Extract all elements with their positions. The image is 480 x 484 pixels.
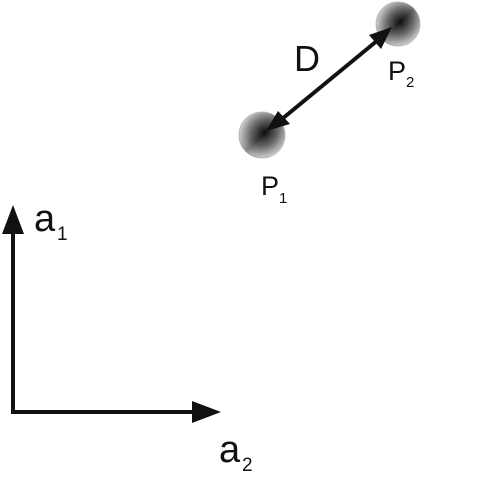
distance-arrowhead-p1 — [266, 111, 290, 131]
point-p1-index: 1 — [279, 190, 287, 207]
distance-label: D — [294, 38, 320, 79]
distance-arrow — [266, 27, 392, 131]
point-p1-letter: P — [261, 171, 279, 201]
point-p1-label: P 1 — [261, 171, 287, 207]
point-p2-letter: P — [388, 56, 406, 86]
point-p2-label: P 2 — [388, 56, 414, 91]
axis-a2-label: a 2 — [219, 429, 253, 476]
axis-a1-index: 1 — [57, 224, 68, 245]
axis-a2-letter: a — [219, 429, 241, 471]
axis-a2-index: 2 — [242, 455, 253, 476]
axis-a1 — [2, 205, 24, 412]
axis-a1-arrowhead — [2, 205, 24, 234]
axis-a1-letter: a — [34, 198, 56, 240]
point-p2-index: 2 — [406, 74, 414, 91]
axis-a1-label: a 1 — [34, 198, 68, 245]
distance-arrowhead-p2 — [369, 27, 392, 49]
axis-a2 — [11, 401, 221, 423]
axis-a2-arrowhead — [192, 401, 221, 423]
